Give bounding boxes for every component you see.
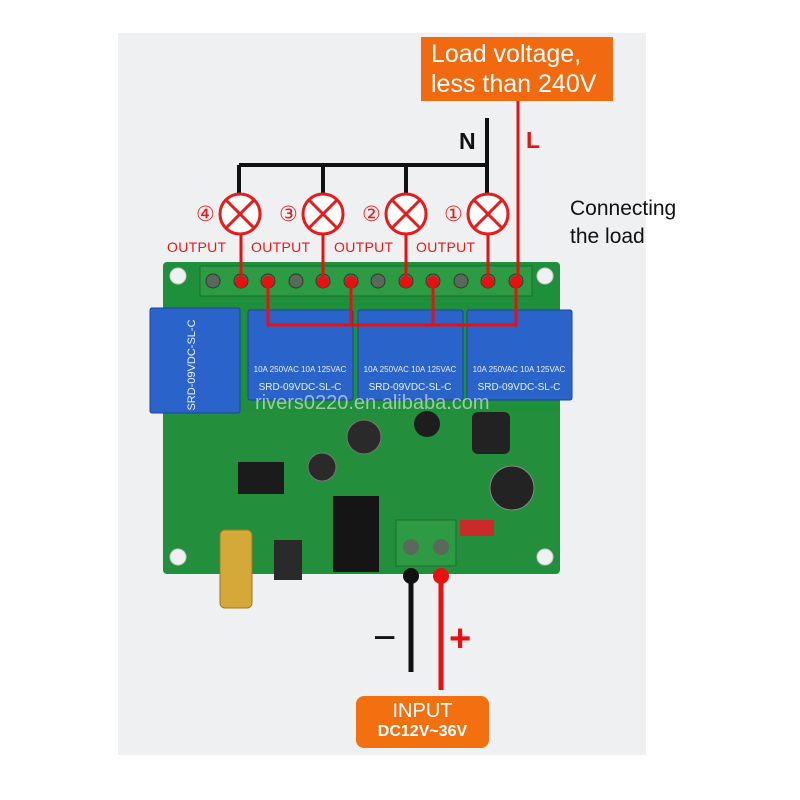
push-button: [274, 540, 302, 580]
mount-hole: [536, 548, 554, 566]
output-number-4: ④: [196, 203, 215, 226]
lamp-icons: [218, 192, 510, 236]
lamp-1-icon: [466, 192, 510, 236]
input-dot-plus: [433, 568, 449, 584]
relay-3-rating: 10A 250VAC 10A 125VAC: [364, 365, 457, 374]
load-voltage-box: Load voltage, less than 240V: [421, 37, 613, 101]
input-dot-minus: [403, 568, 419, 584]
output-number-2: ②: [362, 203, 381, 226]
relay-3: [357, 309, 464, 401]
output-number-3: ③: [279, 203, 298, 226]
svg-text:SRD-09VDC-SL-C: SRD-09VDC-SL-C: [186, 319, 198, 410]
neutral-label: N: [459, 128, 476, 154]
watermark: rivers0220.en.alibaba.com: [255, 392, 490, 414]
fuse: [460, 520, 494, 536]
output-wires: [239, 100, 520, 327]
relay-4-rating: 10A 250VAC 10A 125VAC: [473, 365, 566, 374]
output-label-1: OUTPUT: [416, 239, 476, 255]
lamp-2-icon: [384, 192, 428, 236]
connecting-load-note: Connecting the load: [570, 195, 710, 251]
relay-4-model: SRD-09VDC-SL-C: [478, 382, 561, 393]
relay-2: [247, 309, 354, 401]
live-label: L: [526, 127, 541, 153]
input-title: INPUT: [392, 700, 453, 722]
input-range: DC12V~36V: [377, 723, 468, 740]
ic-chip: [238, 462, 284, 494]
lamp-4-icon: [218, 192, 262, 236]
dc-jack: [333, 496, 379, 572]
terminal-strip: [199, 265, 533, 297]
inductor: [472, 412, 510, 454]
capacitor-100-50v: [489, 465, 535, 511]
mount-hole: [169, 548, 187, 566]
minus-label: −: [373, 616, 397, 660]
capacitor: [307, 452, 337, 482]
sma-antenna-connector: [219, 529, 253, 609]
mount-hole: [536, 267, 554, 285]
load-voltage-line2: less than 240V: [431, 70, 597, 98]
terminal-dots: [235, 276, 522, 288]
relay-4: [466, 309, 573, 401]
connecting-line1: Connecting: [570, 197, 677, 220]
load-voltage-line1: Load voltage,: [431, 40, 582, 68]
output-label-2: OUTPUT: [334, 239, 394, 255]
relay-1: SRD-09VDC-SL-C: [149, 307, 241, 414]
output-label-3: OUTPUT: [251, 239, 311, 255]
input-screw-minus: [403, 539, 419, 555]
input-spec-box: INPUT DC12V~36V: [356, 696, 489, 748]
relay-2-rating: 10A 250VAC 10A 125VAC: [254, 365, 347, 374]
plus-label: +: [449, 618, 472, 660]
capacitor: [346, 419, 382, 455]
connecting-line2: the load: [570, 225, 645, 248]
input-screw-plus: [433, 539, 449, 555]
capacitor: [414, 411, 440, 437]
mount-hole: [169, 267, 187, 285]
output-label-4: OUTPUT: [167, 239, 227, 255]
relay-3-model: SRD-09VDC-SL-C: [369, 382, 452, 393]
lamp-3-icon: [301, 192, 345, 236]
neutral-wires: [237, 118, 489, 194]
output-number-1: ①: [444, 203, 463, 226]
relay-2-model: SRD-09VDC-SL-C: [259, 382, 342, 393]
